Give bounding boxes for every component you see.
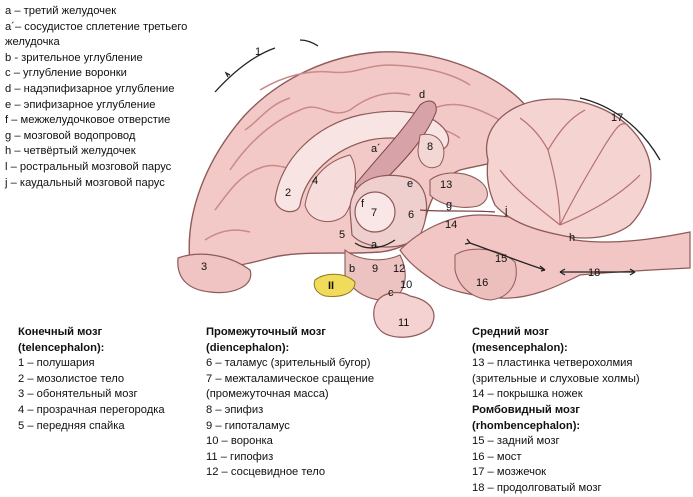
section-title: Средний мозг xyxy=(472,326,549,338)
label-4: 4 xyxy=(312,175,318,187)
legend-line: b - зрительное углубление xyxy=(5,51,143,64)
legend-item: 9 – гипоталамус xyxy=(206,419,290,432)
legend-item: 17 – мозжечок xyxy=(472,466,547,479)
pineal-gland xyxy=(417,133,445,169)
label-f: f xyxy=(361,198,365,210)
legend-item: 11 – гипофиз xyxy=(206,450,274,463)
legend-item: 18 – продолговатый мозг xyxy=(472,481,602,494)
pons xyxy=(454,248,517,301)
legend-line: a – третий желудочек xyxy=(5,5,117,17)
legend-item: 10 – воронка xyxy=(206,435,273,448)
label-18: 18 xyxy=(588,267,600,279)
optic-chiasm xyxy=(313,273,356,297)
pituitary xyxy=(373,291,435,338)
mesencephalon-rhombencephalon-legend: Средний мозг (mesencephalon): 13 – пласт… xyxy=(472,325,640,497)
legend-item: (промежуточная масса) xyxy=(206,388,329,401)
label-9: 9 xyxy=(372,263,378,275)
legend-item: 15 – задний мозг xyxy=(472,435,560,448)
label-12: 12 xyxy=(393,263,405,275)
label-11: 11 xyxy=(398,317,409,329)
label-6: 6 xyxy=(408,209,414,221)
label-g: g xyxy=(446,199,452,211)
diencephalon-legend: Промежуточный мозг (diencephalon): 6 – т… xyxy=(206,325,374,481)
legend-item: 1 – полушария xyxy=(18,357,95,370)
legend-line: g – мозговой водопровод xyxy=(5,129,136,142)
telencephalon-legend: Конечный мозг (telencephalon): 1 – полуш… xyxy=(18,325,165,434)
label-16: 16 xyxy=(476,277,488,289)
legend-line: a´– сосудистое сплетение третьего xyxy=(5,20,188,33)
section-subtitle: (rhombencephalon): xyxy=(472,419,581,432)
hypothalamus xyxy=(344,248,406,301)
section-title: Конечный мозг xyxy=(18,326,103,338)
olfactory-bulb xyxy=(177,253,252,294)
legend-item: 8 – эпифиз xyxy=(206,403,264,416)
legend-item: 13 – пластинка четверохолмия xyxy=(472,357,633,370)
cerebral-aqueduct xyxy=(419,209,496,213)
legend-item: 2 – мозолистое тело xyxy=(18,372,125,385)
label-1: 1 xyxy=(255,46,261,58)
legend-item: 12 – сосцевидное тело xyxy=(206,466,326,479)
legend-line: e – эпифизарное углубление xyxy=(5,98,156,111)
label-8: 8 xyxy=(427,141,433,153)
label-b: b xyxy=(349,263,355,275)
label-h: h xyxy=(569,232,575,244)
legend-line: f – межжелудочковое отверстие xyxy=(5,114,171,127)
legend-item: (зрительные и слуховые холмы) xyxy=(472,372,640,385)
cerebellum xyxy=(485,98,652,239)
label-a: a xyxy=(371,239,378,251)
label-15: 15 xyxy=(495,253,507,265)
interthalamic-adhesion xyxy=(354,191,396,233)
label-d: d xyxy=(419,89,425,101)
section-subtitle: (mesencephalon): xyxy=(472,341,568,354)
legend-line: j – каудальный мозговой парус xyxy=(5,176,165,189)
label-7: 7 xyxy=(371,207,377,219)
label-c: c xyxy=(388,287,394,299)
label-13: 13 xyxy=(440,179,452,191)
arrows xyxy=(214,39,661,276)
label-II: II xyxy=(328,280,334,292)
legend-line: желудочка xyxy=(5,36,60,49)
legend-line: c – углубление воронки xyxy=(5,67,127,80)
section-title: Промежуточный мозг xyxy=(206,326,326,338)
label-17: 17 xyxy=(611,112,623,124)
legend-item: 6 – таламус (зрительный бугор) xyxy=(206,357,371,370)
legend-item: 5 – передняя спайка xyxy=(18,419,125,432)
label-2: 2 xyxy=(285,187,291,199)
arbor-vitae xyxy=(499,109,641,226)
section-title: Ромбовидный мозг xyxy=(472,403,580,416)
septum-pellucidum xyxy=(304,154,356,223)
legend-item: 4 – прозрачная перегородка xyxy=(18,403,165,416)
label-5: 5 xyxy=(339,229,345,241)
legend-line: h – четвёртый желудочек xyxy=(5,145,136,158)
label-14: 14 xyxy=(445,219,457,231)
legend-item: 16 – мост xyxy=(472,450,522,463)
label-10: 10 xyxy=(400,279,412,291)
label-a-prime: a´ xyxy=(371,143,381,155)
legend-line: l – ростральный мозговой парус xyxy=(5,160,172,173)
letter-legend: a – третий желудочек a´– сосудистое спле… xyxy=(5,4,187,191)
label-e: e xyxy=(407,178,413,190)
section-subtitle: (diencephalon): xyxy=(206,341,290,354)
legend-item: 14 – покрышка ножек xyxy=(472,388,583,401)
legend-item: 7 – межталамическое сращение xyxy=(206,372,375,385)
label-j: j xyxy=(504,205,507,217)
legend-item: 3 – обонятельный мозг xyxy=(18,388,138,401)
section-subtitle: (telencephalon): xyxy=(18,341,105,354)
legend-line: d – надэпифизарное углубление xyxy=(5,82,175,95)
quadrigeminal-plate xyxy=(429,172,488,208)
label-3: 3 xyxy=(201,261,207,273)
